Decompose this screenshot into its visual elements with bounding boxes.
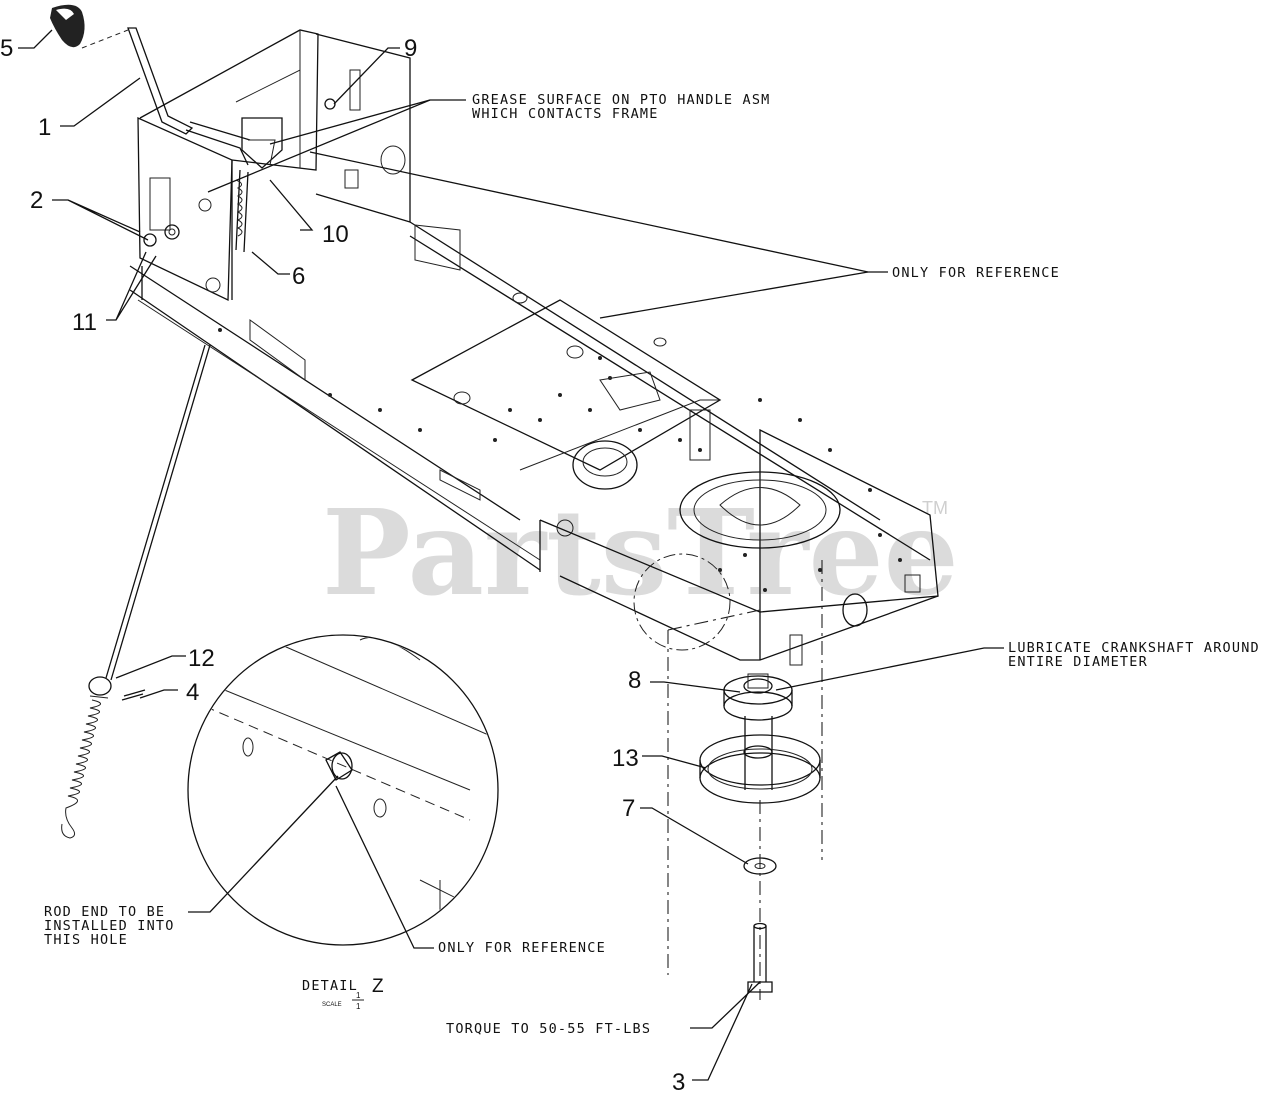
detail-scale-numerator: 1 (356, 991, 361, 1000)
detail-title: DETAIL (302, 978, 358, 994)
callout-6: 6 (292, 263, 305, 290)
grease-note-line-1: GREASE SURFACE ON PTO HANDLE ASM (472, 92, 771, 108)
notes: GREASE SURFACE ON PTO HANDLE ASM WHICH C… (44, 92, 1260, 1037)
detail-scale-denominator: 1 (356, 1002, 361, 1011)
callout-13: 13 (612, 745, 639, 772)
lubricate-note-line-2: ENTIRE DIAMETER (1008, 654, 1148, 670)
detail-caption: DETAIL Z SCALE 1 1 (302, 976, 384, 1011)
callout-labels: 5 1 2 11 9 10 6 12 4 8 13 7 3 (0, 35, 685, 1096)
rod-spring-assembly (61, 344, 211, 839)
grease-note-line-2: WHICH CONTACTS FRAME (472, 106, 659, 122)
leader-lines (18, 29, 1004, 1081)
detail-scale-label: SCALE (322, 1002, 342, 1008)
callout-2: 2 (30, 187, 43, 214)
rod-end-note-line-3: THIS HOLE (44, 932, 128, 948)
callout-1: 1 (38, 114, 51, 141)
rod-end-note-line-1: ROD END TO BE (44, 904, 165, 920)
pto-handle-assembly (50, 4, 336, 253)
watermark: PartsTree TM (322, 483, 959, 622)
reference-note-detail: ONLY FOR REFERENCE (438, 940, 606, 956)
frame-drawing (129, 29, 939, 666)
callout-9: 9 (404, 35, 417, 62)
rod-end-note-line-2: INSTALLED INTO (44, 918, 175, 934)
callout-5: 5 (0, 35, 13, 62)
callout-11: 11 (72, 309, 97, 336)
torque-note: TORQUE TO 50-55 FT-LBS (446, 1021, 651, 1037)
callout-12: 12 (188, 645, 215, 672)
callout-8: 8 (628, 667, 641, 694)
watermark-tm: TM (922, 498, 948, 518)
lubricate-note-line-1: LUBRICATE CRANKSHAFT AROUND (1008, 640, 1260, 656)
callout-10: 10 (322, 221, 349, 248)
reference-note-main: ONLY FOR REFERENCE (892, 265, 1060, 281)
watermark-text: PartsTree (322, 483, 959, 622)
detail-z-view (187, 634, 499, 946)
detail-letter: Z (372, 976, 384, 997)
pulley-stack (667, 560, 823, 1000)
callout-3: 3 (672, 1069, 685, 1096)
callout-7: 7 (622, 795, 635, 822)
callout-4: 4 (186, 679, 199, 706)
